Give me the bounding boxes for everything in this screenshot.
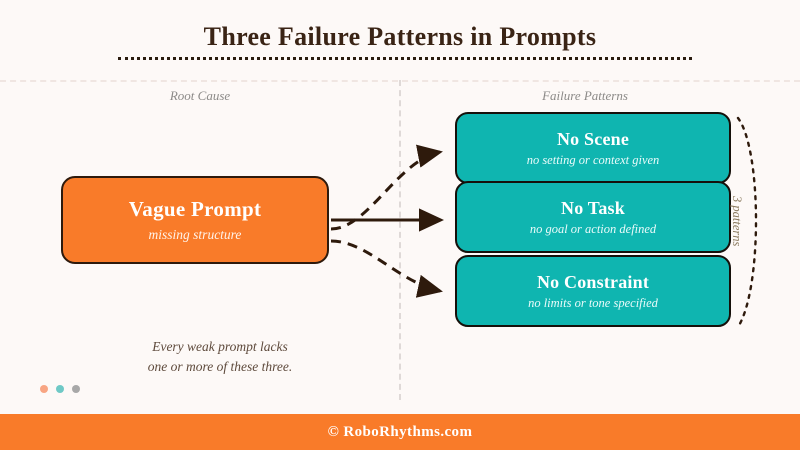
pattern-card-no-constraint[interactable]: No Constraint no limits or tone specifie…: [455, 255, 731, 327]
pattern-subtitle: no setting or context given: [526, 152, 660, 167]
column-divider: [399, 80, 401, 400]
footer-bar: © RoboRhythms.com: [0, 414, 800, 450]
footnote-line-2: one or more of these three.: [147, 358, 293, 374]
dot-teal: [56, 385, 64, 393]
dot-gray: [72, 385, 80, 393]
page-title: Three Failure Patterns in Prompts: [203, 22, 597, 51]
pattern-subtitle: no limits or tone specified: [528, 295, 658, 310]
footnote-line-1: Every weak prompt lacks: [152, 339, 288, 354]
connector-to-no-scene: [330, 144, 443, 231]
pattern-card-no-task[interactable]: No Task no goal or action defined: [455, 181, 731, 253]
dot-orange: [40, 385, 48, 393]
decorative-dots: [40, 385, 80, 393]
footer-credit: © RoboRhythms.com: [327, 423, 473, 440]
footnote: Every weak prompt lacks one or more of t…: [105, 337, 335, 376]
pattern-title: No Scene: [556, 128, 630, 149]
pattern-title: No Task: [561, 197, 625, 218]
pattern-title: No Constraint: [536, 271, 650, 292]
connector-to-no-constraint: [330, 239, 443, 298]
pattern-card-no-scene[interactable]: No Scene no setting or context given: [455, 112, 731, 184]
root-cause-card[interactable]: Vague Prompt missing structure: [61, 176, 329, 264]
column-label-failure-patterns: Failure Patterns: [542, 88, 628, 103]
bracket-label: 3 patterns: [730, 196, 744, 247]
root-cause-title: Vague Prompt: [128, 197, 262, 221]
root-cause-subtitle: missing structure: [148, 227, 242, 242]
pattern-subtitle: no goal or action defined: [529, 221, 657, 236]
title-underline-rule: [118, 57, 692, 60]
column-label-root-cause: Root Cause: [169, 88, 231, 103]
